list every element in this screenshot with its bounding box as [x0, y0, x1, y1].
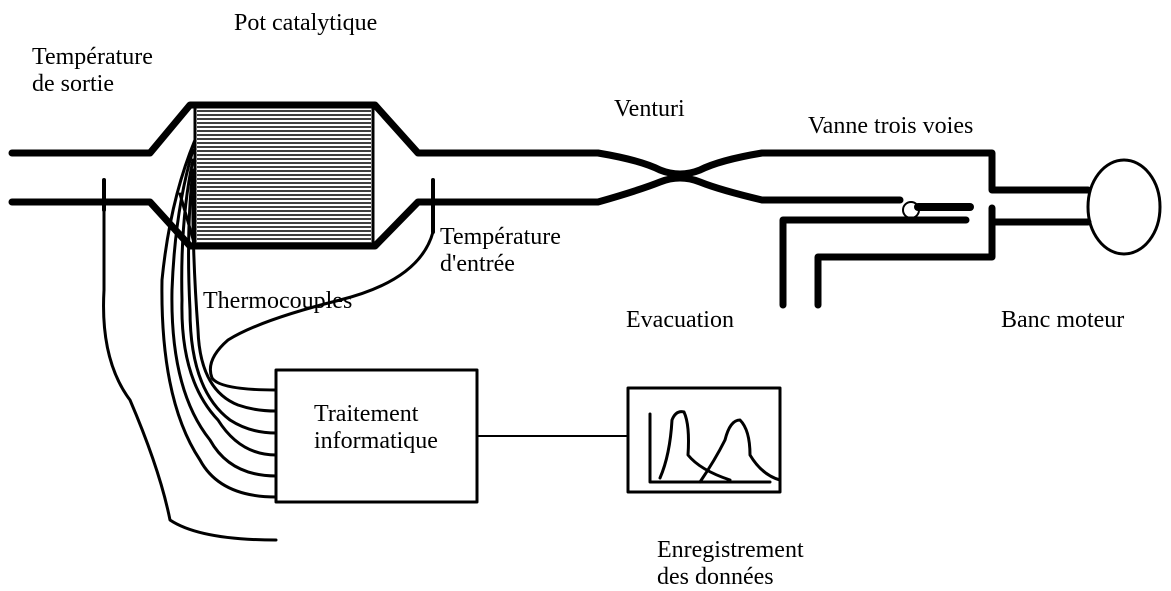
thermocouple-wire [187, 168, 278, 435]
label-traitement-informatique: Traitement informatique [314, 401, 438, 454]
thermocouple-wire [160, 138, 278, 499]
catalyst-block-outline [193, 105, 375, 247]
recording-axes [648, 412, 772, 484]
label-temperature-sortie: Température de sortie [32, 44, 153, 97]
engine-bench-circle [1086, 158, 1162, 256]
engine-connection-lower [988, 204, 1092, 226]
label-temperature-entree: Température d'entrée [440, 224, 561, 277]
recording-curve-1 [658, 410, 732, 482]
recording-curve-2 [698, 418, 782, 484]
label-vanne-trois-voies: Vanne trois voies [808, 113, 974, 139]
evacuation-branch-outer [779, 216, 970, 309]
valve-circle [902, 201, 920, 219]
thermocouple-wires [102, 138, 435, 542]
recording-graph [648, 410, 782, 484]
thermocouple-wire [102, 208, 278, 542]
thermocouple-wire [170, 148, 278, 478]
label-banc-moteur: Banc moteur [1001, 307, 1125, 333]
catalyst-monolith [193, 105, 375, 247]
label-pot-catalytique: Pot catalytique [234, 10, 378, 36]
thermocouple-wire [191, 178, 278, 413]
label-venturi: Venturi [614, 96, 685, 122]
pipe-upper-wall [8, 101, 1092, 194]
pipe-lower-wall [8, 174, 904, 250]
label-enregistrement: Enregistrement des données [657, 537, 804, 590]
evacuation-branch-inner [814, 218, 996, 309]
thermocouple-wire [208, 230, 435, 392]
recording-box [626, 386, 782, 494]
thermocouple-wire [180, 158, 278, 457]
label-thermocouples: Thermocouples [203, 288, 353, 314]
label-evacuation: Evacuation [626, 307, 734, 333]
